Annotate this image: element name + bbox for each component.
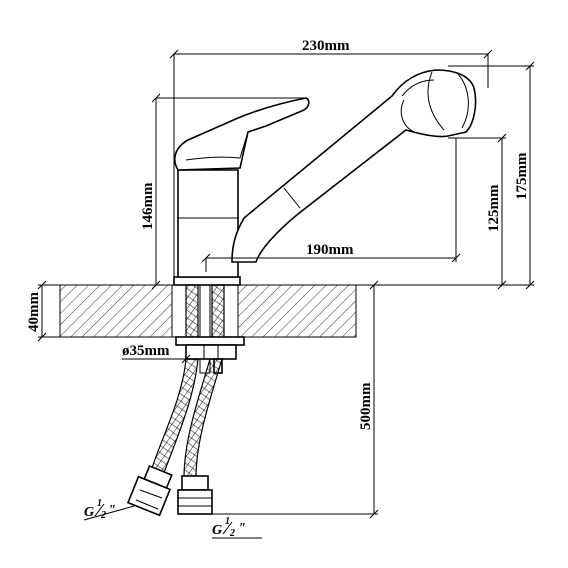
thread-left-suffix: " — [108, 503, 116, 518]
faucet-body — [173, 69, 477, 286]
thread-right-denominator: 2 — [229, 528, 235, 539]
dim-230-label: 230mm — [302, 38, 350, 54]
dim-40-label: 40mm — [26, 292, 42, 332]
flexible-hose-left — [126, 358, 199, 517]
dimension-lines — [37, 49, 535, 519]
thread-right-suffix: " — [238, 521, 246, 536]
dim-diameter-label: ø35mm — [122, 343, 170, 359]
lever-handle — [174, 97, 310, 171]
pull-out-spout — [231, 69, 477, 263]
dim-500-label: 500mm — [358, 382, 374, 430]
dim-146-label: 146mm — [140, 182, 156, 230]
dim-125-label: 125mm — [486, 184, 502, 232]
thread-right-numerator: 1 — [225, 516, 230, 527]
thread-left-denominator: 2 — [100, 510, 106, 521]
thread-label-left: G 1 2 " — [83, 498, 135, 521]
countertop — [59, 284, 357, 338]
thread-left-numerator: 1 — [97, 498, 102, 509]
thread-label-right: G 1 2 " — [212, 516, 262, 539]
flexible-hose-right — [177, 358, 223, 515]
dim-190-label: 190mm — [306, 242, 354, 258]
thread-right-prefix: G — [212, 523, 222, 538]
dim-175-label: 175mm — [514, 152, 530, 200]
thread-left-prefix: G — [84, 505, 94, 520]
